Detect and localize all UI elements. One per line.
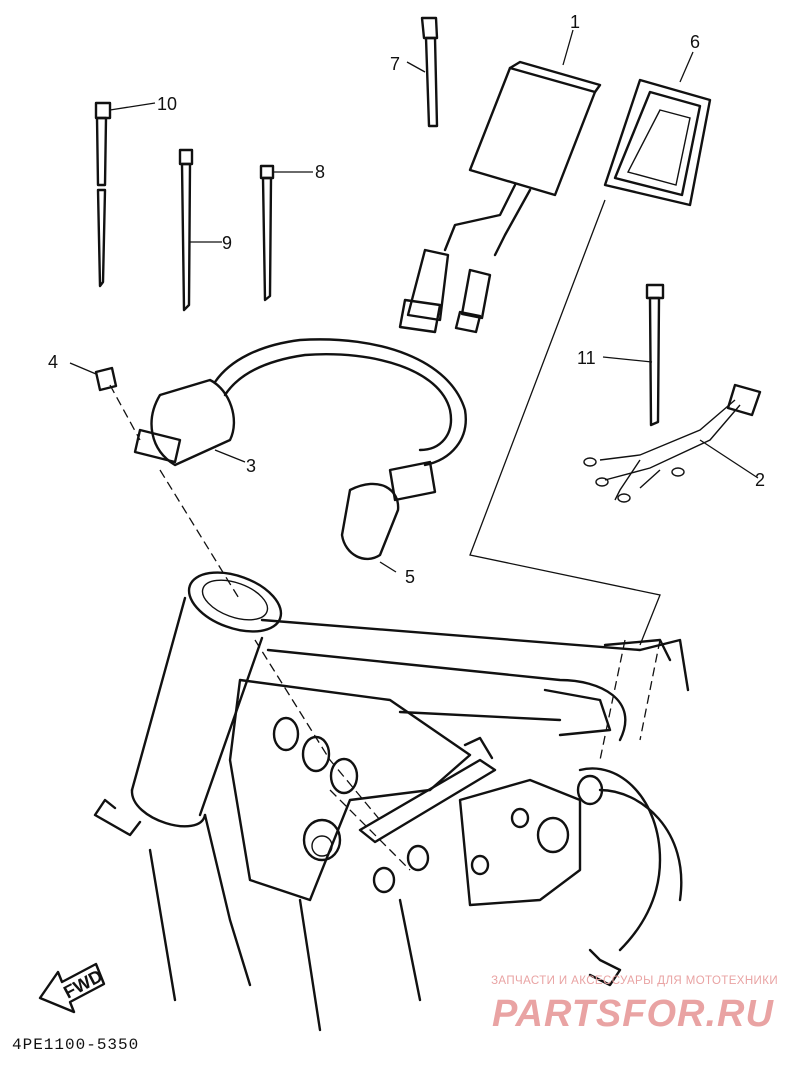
watermark-tagline: ЗАПЧАСТИ И АКСЕССУАРЫ ДЛЯ МОТОТЕХНИКИ	[491, 975, 778, 987]
callout-11: 11	[577, 348, 596, 368]
wire-harness	[583, 383, 762, 503]
diagram-code: 4PE1100-5350	[12, 1036, 140, 1054]
callout-9: 9	[222, 233, 232, 253]
cdi-cover	[603, 78, 712, 207]
screw	[94, 366, 118, 392]
callout-3: 3	[246, 456, 256, 476]
callout-8: 8	[315, 162, 325, 182]
leader-lines	[69, 29, 759, 573]
motorcycle-frame	[93, 571, 690, 1032]
callout-1: 1	[570, 12, 580, 32]
ignition-coil	[133, 338, 467, 467]
callout-2: 2	[755, 470, 765, 490]
cdi-unit	[398, 60, 602, 334]
callout-6: 6	[690, 32, 700, 52]
fwd-arrow: FWD	[38, 962, 106, 1014]
callouts: 1 2 3 4 5 6 7 8 9 10 11	[48, 12, 765, 587]
cable-ties	[94, 16, 665, 427]
spark-plug-cap	[340, 460, 437, 561]
watermark-logo: PARTSFOR.RU	[492, 993, 774, 1034]
watermark-logo-text: PARTSFOR.RU	[492, 993, 774, 1034]
callout-7: 7	[390, 54, 400, 74]
callout-10: 10	[157, 94, 177, 114]
callout-4: 4	[48, 352, 58, 372]
callout-5: 5	[405, 567, 415, 587]
assembly-lines	[109, 199, 661, 871]
